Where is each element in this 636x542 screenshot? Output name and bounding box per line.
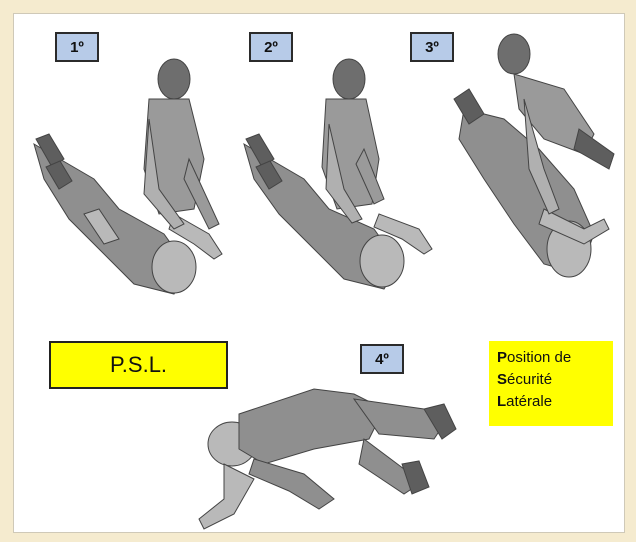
definition-line-1-rest: osition de <box>507 349 571 366</box>
psl-label-box: P.S.L. <box>49 341 228 389</box>
recovery-position-person <box>199 389 456 529</box>
rescuer <box>144 59 219 229</box>
definition-line-3-initial: L <box>497 393 506 410</box>
psl-definition-box: Position de Sécurité Latérale <box>489 341 613 426</box>
definition-line-2: Sécurité <box>497 369 605 391</box>
step-2-illustration <box>234 39 434 299</box>
definition-line-1-initial: P <box>497 349 507 366</box>
illustration-panel: 1º 2º 3º 4º <box>13 13 625 533</box>
definition-line-3-rest: atérale <box>506 393 552 410</box>
step-4-illustration <box>194 369 484 534</box>
definition-line-2-rest: écurité <box>507 371 552 388</box>
psl-label: P.S.L. <box>110 352 167 378</box>
rescuer <box>322 59 384 223</box>
definition-line-1: Position de <box>497 347 605 369</box>
step-3-illustration <box>444 19 624 299</box>
definition-line-3: Latérale <box>497 391 605 413</box>
step-1-illustration <box>24 39 224 299</box>
definition-line-2-initial: S <box>497 371 507 388</box>
